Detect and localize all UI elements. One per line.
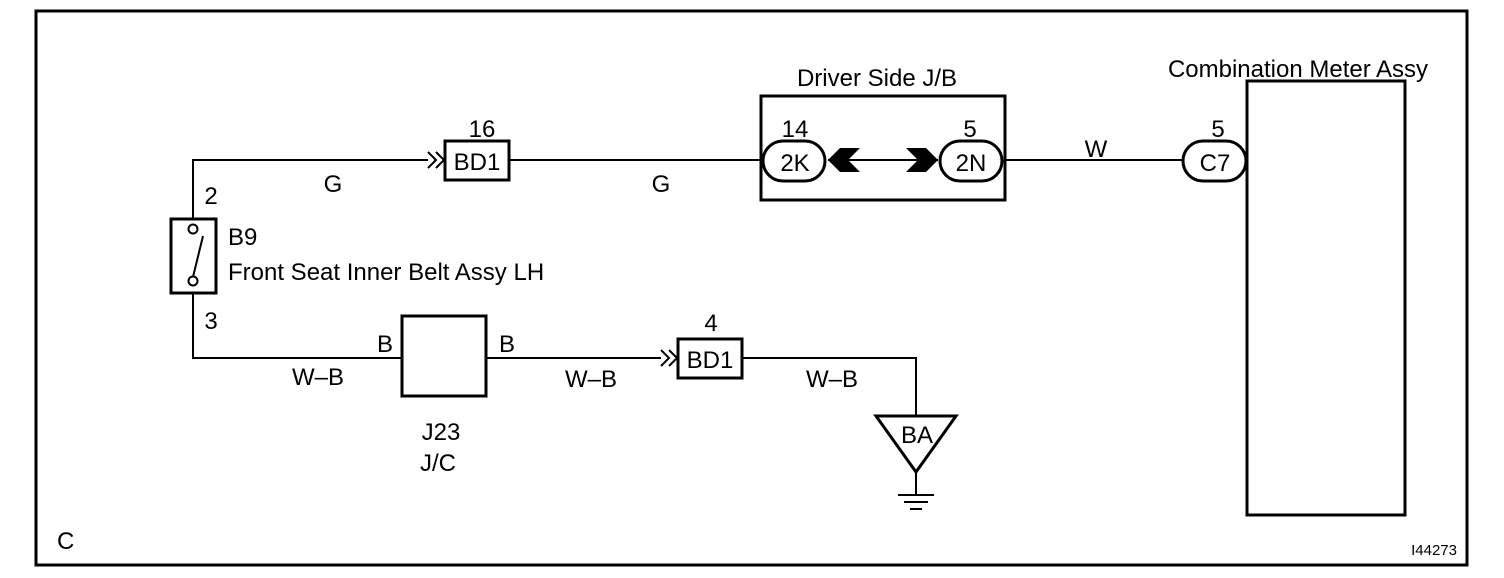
connector-2n: [938, 139, 1004, 183]
bd1-bottom-pin: 4: [704, 310, 717, 337]
wire-color-w: W: [1085, 136, 1108, 163]
combination-meter-box: [1245, 79, 1407, 517]
bottom-circuit: W–B B B J23 J/C W–B BD1 4 W–B BA: [192, 293, 959, 510]
connector-c7-pin: 5: [1211, 116, 1224, 143]
switch-contact-top: [187, 223, 199, 235]
connector-2n-label: 2N: [956, 150, 987, 177]
combination-meter-title: Combination Meter Assy: [1168, 56, 1428, 83]
top-circuit: BD1 16 G G Driver Side J/B 2K 14 2N 5 W …: [192, 56, 1428, 517]
bd1-bottom-connector: [676, 337, 744, 380]
bd1-top-pin: 16: [469, 116, 496, 143]
driver-jb-box: [759, 94, 1007, 202]
wire-color-wb-mid: W–B: [565, 366, 617, 393]
j23-type: J/C: [420, 450, 456, 477]
wire-wb-left: [192, 293, 402, 359]
switch-pin-bottom: 3: [204, 308, 217, 335]
connector-c7-label: C7: [1200, 150, 1231, 177]
wire-g-left: [192, 159, 428, 219]
wire-wb-right: [742, 357, 917, 416]
jb-arrow-right-icon: [906, 148, 938, 172]
connector-2k-label: 2K: [780, 150, 809, 177]
connector-chevron-icon: [660, 349, 671, 367]
wire-color-wb-right: W–B: [806, 366, 858, 393]
wire-color-g-left: G: [324, 171, 343, 198]
switch-pin-top: 2: [204, 183, 217, 210]
switch-name: Front Seat Inner Belt Assy LH: [228, 259, 544, 286]
bd1-top-connector: [443, 139, 511, 182]
j23-terminal-left: B: [377, 331, 393, 358]
bd1-bottom-label: BD1: [687, 347, 734, 374]
j23-terminal-right: B: [499, 331, 515, 358]
connector-2n-pin: 5: [963, 116, 976, 143]
j23-code: J23: [422, 419, 461, 446]
jb-arrow-left-icon: [828, 148, 860, 172]
section-letter: C: [57, 528, 74, 555]
bd1-top-label: BD1: [454, 149, 501, 176]
ground-point-triangle: [873, 414, 959, 475]
wire-color-g-mid: G: [652, 171, 671, 198]
connector-2k-pin: 14: [782, 116, 809, 143]
switch-blade-icon: [192, 235, 204, 278]
connector-chevron-icon: [427, 151, 438, 169]
ground-point-label: BA: [901, 422, 933, 449]
driver-jb-title: Driver Side J/B: [797, 65, 957, 92]
connector-c7: [1181, 139, 1248, 183]
seat-belt-switch: 2 B9 Front Seat Inner Belt Assy LH 3: [169, 183, 544, 335]
connector-2k: [761, 139, 827, 183]
switch-code: B9: [228, 224, 257, 251]
j23-junction-box: [400, 314, 488, 398]
diagram-frame: [34, 9, 1469, 567]
switch-contact-bottom: [187, 275, 199, 287]
wire-color-wb-left: W–B: [292, 364, 344, 391]
figure-id: I44273: [1411, 542, 1457, 559]
